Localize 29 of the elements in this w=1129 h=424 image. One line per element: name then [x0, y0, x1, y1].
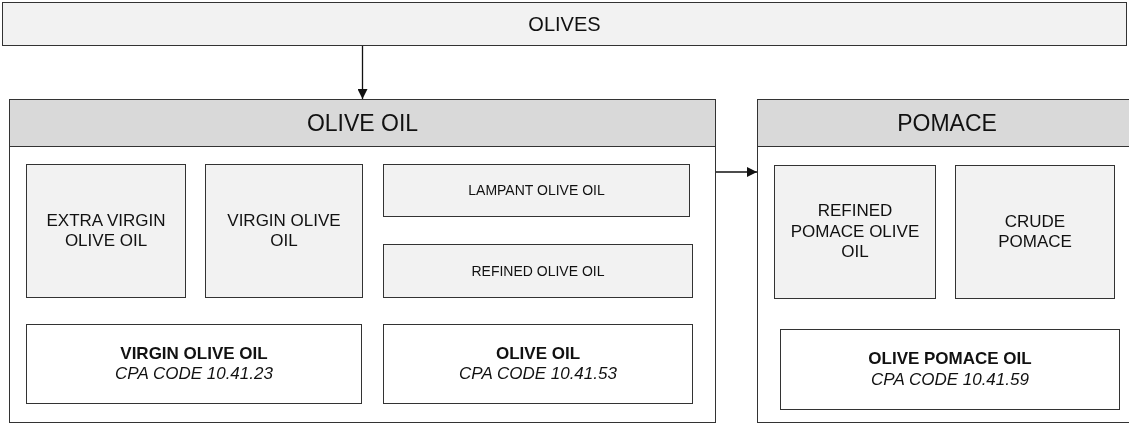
- product-name: VIRGIN OLIVE OIL: [120, 343, 268, 364]
- product-code-box: [780, 329, 1120, 410]
- category-label: CRUDE POMACE: [997, 211, 1073, 253]
- category-label: LAMPANT OLIVE OIL: [468, 182, 605, 199]
- category-label: REFINED POMACE OLIVE OIL: [789, 201, 921, 263]
- category-box: [955, 165, 1115, 299]
- product-code-box: [26, 324, 362, 404]
- category-label: REFINED OLIVE OIL: [471, 262, 605, 280]
- group-panel: [9, 99, 716, 423]
- group-header: POMACE: [758, 100, 1129, 147]
- category-box: [383, 164, 690, 217]
- box-title: OLIVES: [528, 12, 601, 36]
- product-name: OLIVE OIL: [495, 343, 581, 364]
- cpa-code: CPA CODE 10.41.59: [871, 369, 1029, 390]
- category-box: [774, 165, 936, 299]
- product-code-box: [383, 324, 693, 404]
- arrow: [357, 45, 368, 100]
- product-name: OLIVE POMACE OIL: [868, 349, 1032, 370]
- category-box: [26, 164, 186, 298]
- category-label: VIRGIN OLIVE OIL: [226, 210, 342, 252]
- group-header: OLIVE OIL: [10, 100, 715, 147]
- source-box: [2, 2, 1127, 46]
- category-box: [205, 164, 363, 298]
- category-box: [383, 244, 693, 298]
- cpa-code: CPA CODE 10.41.23: [115, 364, 273, 385]
- cpa-code: CPA CODE 10.41.53: [459, 364, 617, 385]
- arrow: [715, 167, 758, 177]
- category-label: EXTRA VIRGIN OLIVE OIL: [45, 210, 167, 252]
- group-panel: [757, 99, 1129, 423]
